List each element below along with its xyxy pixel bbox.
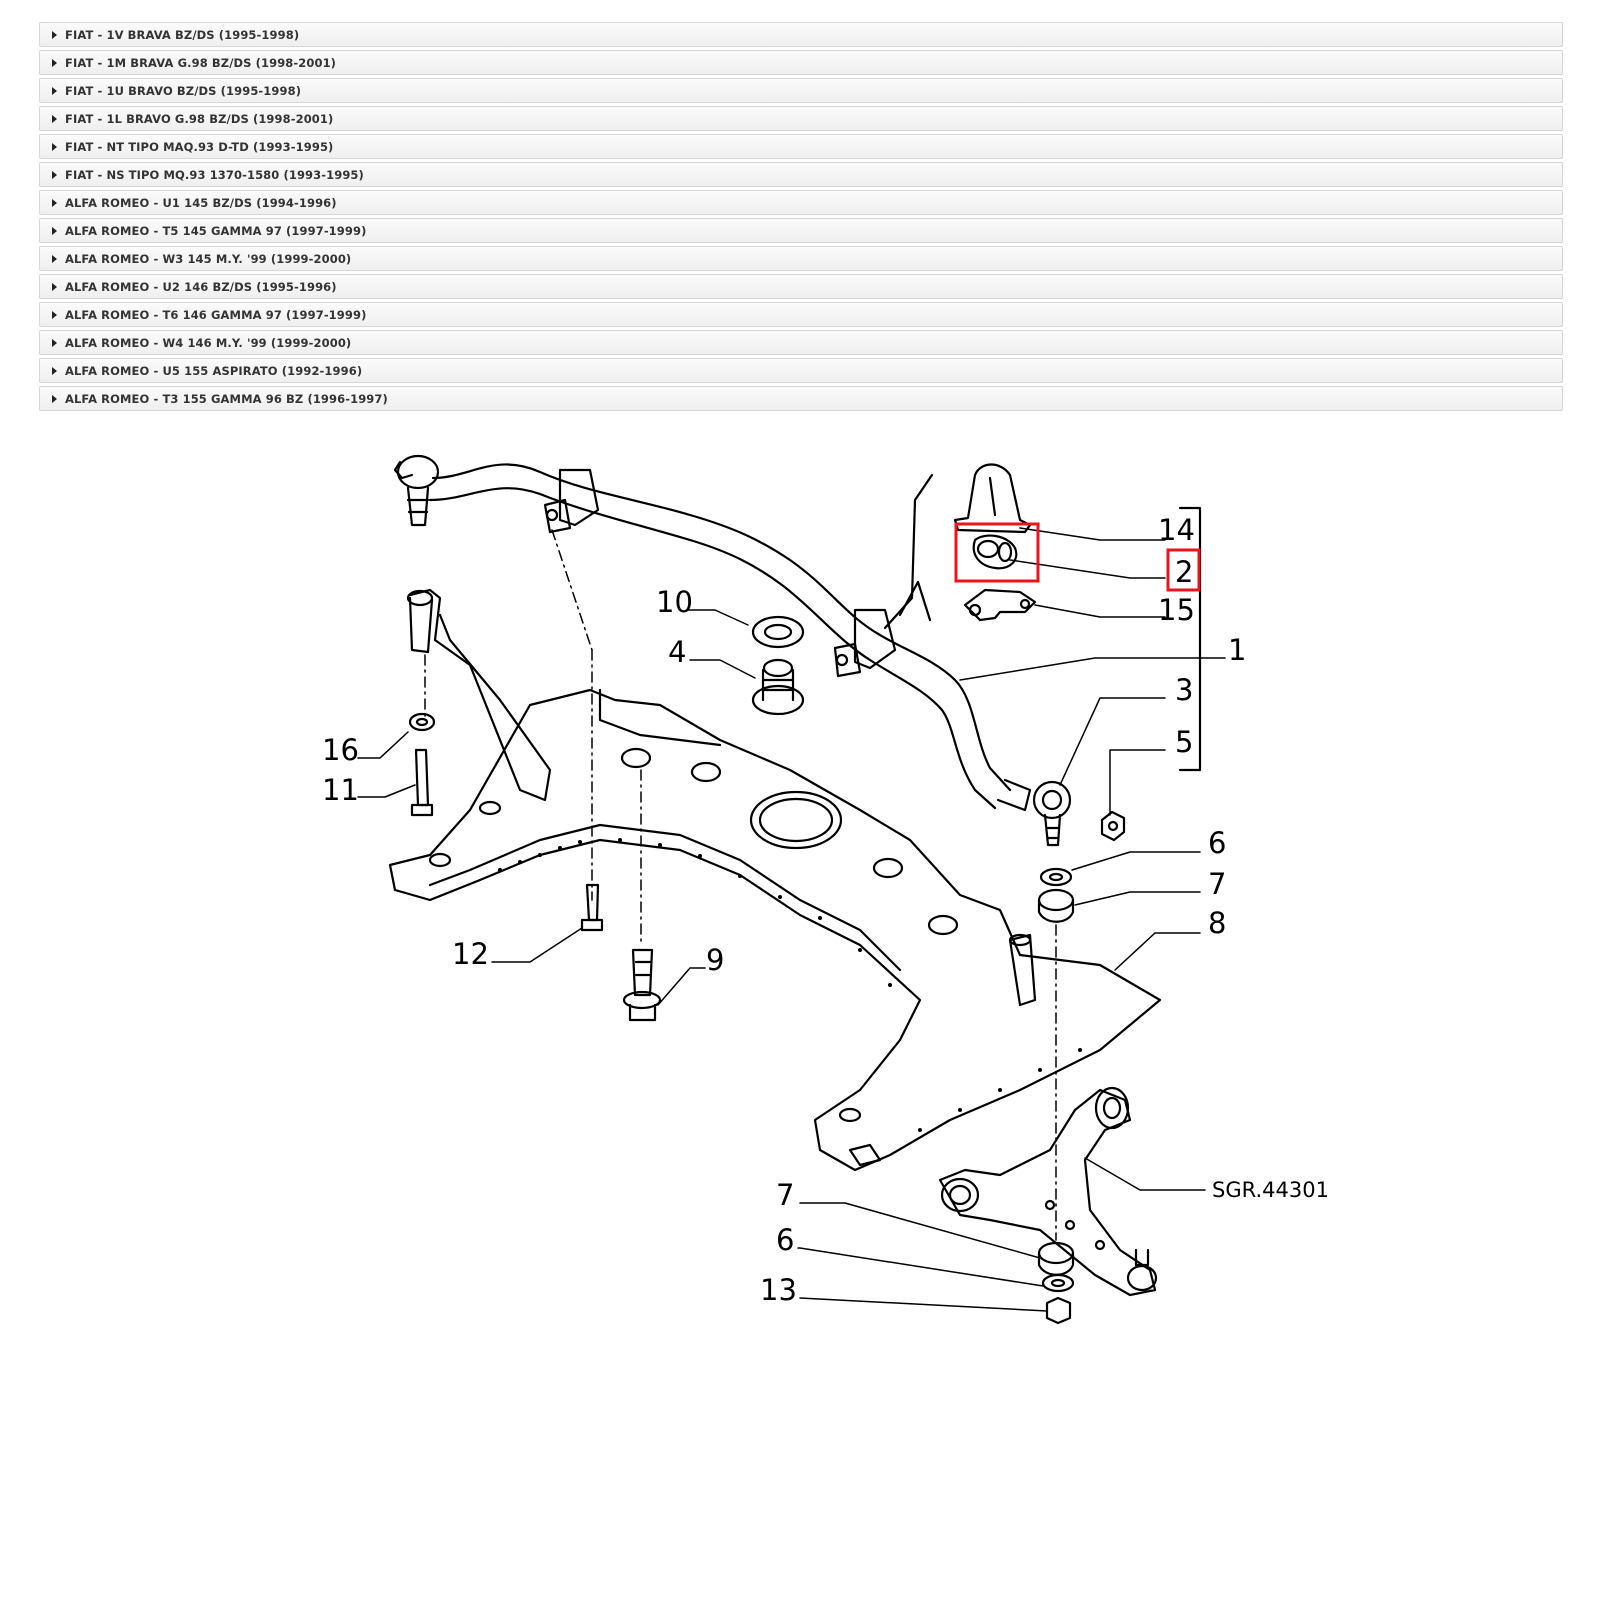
part-14-upper-clamp <box>953 463 1032 534</box>
callout-2[interactable]: 2 <box>1175 555 1193 589</box>
expand-arrow-icon <box>52 198 57 207</box>
part-11-bolt <box>410 748 434 817</box>
callout-8[interactable]: 8 <box>1208 906 1226 940</box>
callout-9[interactable]: 9 <box>706 943 724 977</box>
expand-arrow-icon <box>52 282 57 291</box>
model-row[interactable]: ALFA ROMEO - W4 146 M.Y. '99 (1999-2000) <box>39 330 1563 355</box>
model-label: ALFA ROMEO - U5 155 ASPIRATO (1992-1996) <box>65 363 363 378</box>
model-row[interactable]: FIAT - NT TIPO MAQ.93 D-TD (1993-1995) <box>39 134 1563 159</box>
model-label: ALFA ROMEO - T6 146 GAMMA 97 (1997-1999) <box>65 307 367 322</box>
model-label: FIAT - 1V BRAVA BZ/DS (1995-1998) <box>65 27 300 42</box>
bar-clamp-right <box>833 608 897 678</box>
diagram-ref-code: SGR.44301 <box>1212 1178 1329 1202</box>
model-row[interactable]: ALFA ROMEO - W3 145 M.Y. '99 (1999-2000) <box>39 246 1563 271</box>
expand-arrow-icon <box>52 226 57 235</box>
expand-arrow-icon <box>52 30 57 39</box>
model-row[interactable]: FIAT - 1L BRAVO G.98 BZ/DS (1998-2001) <box>39 106 1563 131</box>
control-arm <box>938 1086 1158 1297</box>
callout-11[interactable]: 11 <box>322 773 359 807</box>
model-label: FIAT - NS TIPO MQ.93 1370-1580 (1993-199… <box>65 167 364 182</box>
expand-arrow-icon <box>52 114 57 123</box>
part-6-upper-washer <box>1039 867 1073 887</box>
callout-10[interactable]: 10 <box>656 585 693 619</box>
model-row[interactable]: ALFA ROMEO - U5 155 ASPIRATO (1992-1996) <box>39 358 1563 383</box>
callout-6-lower[interactable]: 6 <box>776 1223 794 1257</box>
expand-arrow-icon <box>52 86 57 95</box>
model-label: ALFA ROMEO - T5 145 GAMMA 97 (1997-1999) <box>65 223 367 238</box>
subframe <box>388 688 1162 1172</box>
model-label: FIAT - 1U BRAVO BZ/DS (1995-1998) <box>65 83 302 98</box>
callout-16[interactable]: 16 <box>322 733 359 767</box>
part-9-bolt <box>622 769 662 1022</box>
model-row[interactable]: ALFA ROMEO - T6 146 GAMMA 97 (1997-1999) <box>39 302 1563 327</box>
highlight-box-part <box>954 522 1040 583</box>
callout-4[interactable]: 4 <box>668 635 686 669</box>
model-label: ALFA ROMEO - U2 146 BZ/DS (1995-1996) <box>65 279 337 294</box>
expand-arrow-icon <box>52 338 57 347</box>
vehicle-model-list: FIAT - 1V BRAVA BZ/DS (1995-1998) FIAT -… <box>39 22 1563 414</box>
model-label: FIAT - 1M BRAVA G.98 BZ/DS (1998-2001) <box>65 55 337 70</box>
expand-arrow-icon <box>52 254 57 263</box>
expand-arrow-icon <box>52 366 57 375</box>
part-7-lower-bush <box>1037 1241 1075 1276</box>
expand-arrow-icon <box>52 170 57 179</box>
part-15-lower-clamp <box>963 588 1037 622</box>
expand-arrow-icon <box>52 58 57 67</box>
part-12-bolt <box>580 883 604 932</box>
callout-1[interactable]: 1 <box>1228 633 1246 667</box>
callout-14[interactable]: 14 <box>1158 513 1195 547</box>
stabilizer-bar <box>428 463 1032 812</box>
bar-end-left <box>393 454 440 527</box>
model-row[interactable]: FIAT - NS TIPO MQ.93 1370-1580 (1993-199… <box>39 162 1563 187</box>
bar-clamp-left <box>543 468 600 901</box>
highlight-box-label <box>1166 548 1201 592</box>
callout-6-upper[interactable]: 6 <box>1208 826 1226 860</box>
model-row[interactable]: FIAT - 1M BRAVA G.98 BZ/DS (1998-2001) <box>39 50 1563 75</box>
model-label: ALFA ROMEO - U1 145 BZ/DS (1994-1996) <box>65 195 337 210</box>
expand-arrow-icon <box>52 310 57 319</box>
part-10-washer <box>751 615 805 649</box>
model-row[interactable]: FIAT - 1V BRAVA BZ/DS (1995-1998) <box>39 22 1563 47</box>
left-mount-arm <box>406 588 552 802</box>
model-label: ALFA ROMEO - W4 146 M.Y. '99 (1999-2000) <box>65 335 352 350</box>
model-label: FIAT - NT TIPO MAQ.93 D-TD (1993-1995) <box>65 139 334 154</box>
model-label: ALFA ROMEO - T3 155 GAMMA 96 BZ (1996-19… <box>65 391 388 406</box>
model-label: ALFA ROMEO - W3 145 M.Y. '99 (1999-2000) <box>65 251 352 266</box>
callout-7-upper[interactable]: 7 <box>1208 867 1226 901</box>
callout-7-lower[interactable]: 7 <box>776 1178 794 1212</box>
clamp-zoom-bracket <box>883 473 1202 772</box>
model-row[interactable]: ALFA ROMEO - U2 146 BZ/DS (1995-1996) <box>39 274 1563 299</box>
callout-13[interactable]: 13 <box>760 1273 797 1307</box>
part-3-link-joint <box>1032 780 1072 847</box>
callout-3[interactable]: 3 <box>1175 673 1193 707</box>
model-row[interactable]: FIAT - 1U BRAVO BZ/DS (1995-1998) <box>39 78 1563 103</box>
callout-12[interactable]: 12 <box>452 937 489 971</box>
part-6-lower-washer <box>1041 1273 1075 1293</box>
expand-arrow-icon <box>52 394 57 403</box>
part-4-buffer <box>751 658 805 716</box>
model-row[interactable]: ALFA ROMEO - T5 145 GAMMA 97 (1997-1999) <box>39 218 1563 243</box>
expand-arrow-icon <box>52 142 57 151</box>
callout-5[interactable]: 5 <box>1175 725 1193 759</box>
model-label: FIAT - 1L BRAVO G.98 BZ/DS (1998-2001) <box>65 111 334 126</box>
part-13-nut <box>1045 1296 1072 1325</box>
part-16-washer <box>408 712 436 732</box>
model-row[interactable]: ALFA ROMEO - U1 145 BZ/DS (1994-1996) <box>39 190 1563 215</box>
model-row[interactable]: ALFA ROMEO - T3 155 GAMMA 96 BZ (1996-19… <box>39 386 1563 411</box>
subframe-dots <box>498 838 1082 1132</box>
part-7-upper-bush <box>1037 888 1075 923</box>
part-5-nut <box>1100 810 1126 842</box>
parts-exploded-diagram: 14 2 15 1 3 5 6 7 8 10 4 16 11 12 9 SGR.… <box>322 454 1329 1325</box>
part-2-bushing <box>972 534 1018 570</box>
leader-lines <box>357 527 1226 1312</box>
callout-15[interactable]: 15 <box>1158 593 1195 627</box>
